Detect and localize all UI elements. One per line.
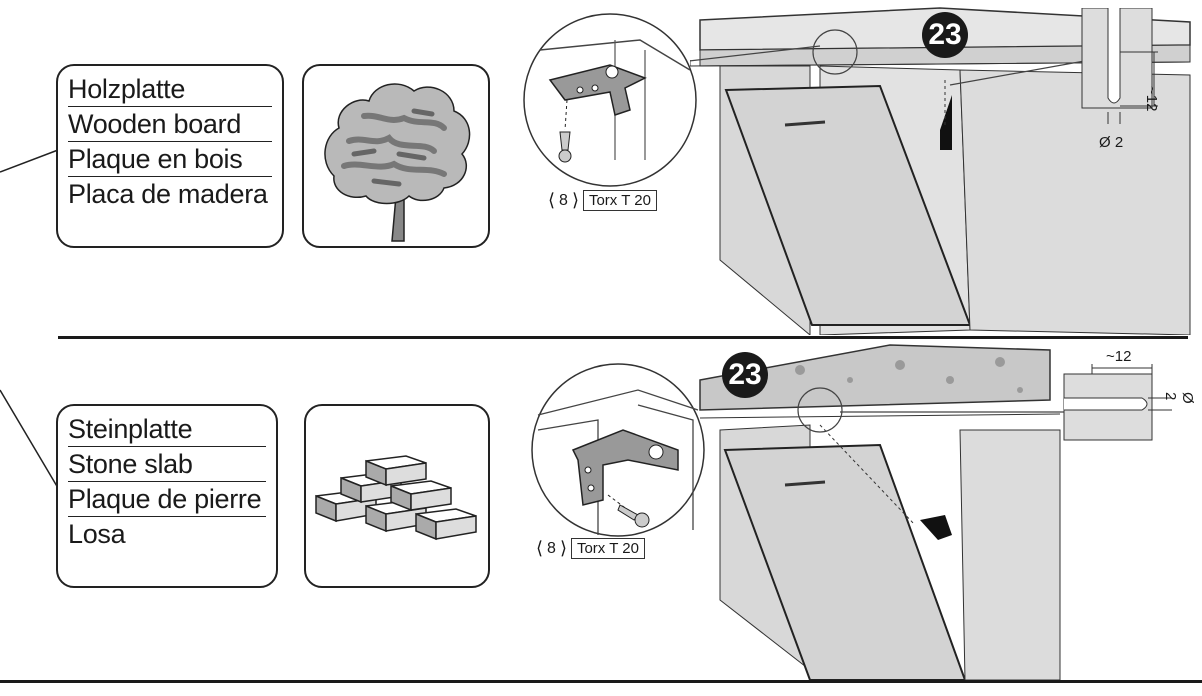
leader-line-stone [0, 389, 59, 489]
stone-bracket-detail [531, 363, 705, 537]
label-en: Wooden board [68, 107, 272, 142]
wood-dimension-detail [1081, 8, 1158, 124]
label-es: Losa [68, 519, 126, 549]
label-en: Stone slab [68, 447, 266, 482]
bricks-picture-box [304, 404, 490, 588]
stone-tool-spec: ⟨8⟩ Torx T 20 [536, 538, 645, 559]
tree-icon [324, 83, 471, 242]
stone-dimension-detail [1063, 364, 1172, 441]
label-de: Steinplatte [68, 412, 266, 447]
screw-count-badge: 23 [722, 352, 768, 398]
wood-dishwasher-illustration [690, 7, 1191, 335]
stone-label-box: Steinplatte Stone slab Plaque de pierre … [56, 404, 278, 588]
bottom-rule [0, 680, 1202, 683]
dim-length-wood: ~12 [1143, 86, 1160, 112]
label-fr: Plaque en bois [68, 142, 272, 177]
bricks-icon [315, 455, 477, 541]
torx-label: Torx T 20 [582, 190, 657, 211]
screw-count-badge: 23 [922, 12, 968, 58]
tree-picture-box [302, 64, 490, 248]
dim-length-stone: ~12 [1106, 348, 1132, 365]
section-divider [58, 336, 1188, 339]
wood-bracket-detail [523, 13, 697, 187]
dim-diameter-stone: Ø 2 [1162, 392, 1196, 404]
dim-diameter-wood: Ø 2 [1099, 134, 1124, 151]
label-fr: Plaque de pierre [68, 482, 266, 517]
label-de: Holzplatte [68, 72, 272, 107]
wood-tool-spec: ⟨8⟩ Torx T 20 [548, 190, 657, 211]
torx-label: Torx T 20 [570, 538, 645, 559]
label-es: Placa de madera [68, 179, 268, 209]
leader-line-wood [0, 149, 59, 173]
hex-bit-icon: ⟨ [536, 538, 544, 558]
wood-label-box: Holzplatte Wooden board Plaque en bois P… [56, 64, 284, 248]
hex-bit-icon: ⟨ [548, 190, 556, 210]
